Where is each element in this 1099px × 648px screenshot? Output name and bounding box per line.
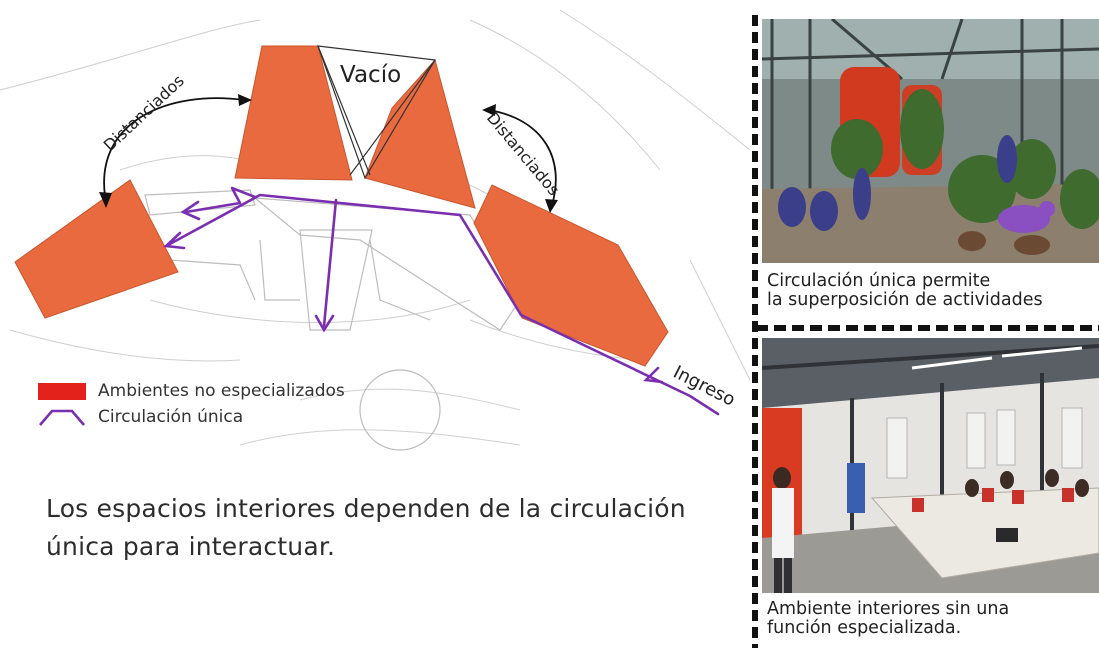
photo-corridor-caption: Circulación única permite la superposici… xyxy=(767,272,1043,310)
distanciados-arrows xyxy=(103,97,557,206)
photo-classroom-caption-line1: Ambiente interiores sin una xyxy=(767,599,1010,619)
main-caption-line1: Los espacios interiores dependen de la c… xyxy=(46,494,686,523)
circulacion-line-icon xyxy=(39,409,85,426)
ingreso-label: Ingreso xyxy=(670,362,739,411)
floor-plan-diagram: Vacío Distanciados Distanciados Ingreso xyxy=(0,9,750,451)
distanciados-arrowheads xyxy=(99,94,558,213)
main-caption: Los espacios interiores dependen de la c… xyxy=(46,490,736,566)
ambientes-swatch xyxy=(38,382,86,400)
photo-classroom-caption-line2: función especializada. xyxy=(767,618,962,638)
ambientes-blocks xyxy=(14,45,669,367)
legend-circulacion-label: Circulación única xyxy=(98,407,244,427)
ambiente-block-right xyxy=(473,184,669,367)
photo-corridor-caption-line2: la superposición de actividades xyxy=(767,290,1043,310)
vacio-void xyxy=(317,45,436,180)
main-caption-line2: única para interactuar. xyxy=(46,532,336,561)
building-outline xyxy=(144,189,521,451)
vacio-label: Vacío xyxy=(340,62,401,88)
photo-classroom-caption: Ambiente interiores sin una función espe… xyxy=(767,600,1009,638)
legend-ambientes-label: Ambientes no especializados xyxy=(98,381,345,401)
dashed-divider-horizontal xyxy=(756,325,1099,331)
legend-item-ambientes: Ambientes no especializados xyxy=(38,378,345,404)
circulacion-arrowheads xyxy=(163,200,664,384)
legend-item-circulacion: Circulación única xyxy=(38,404,345,430)
circulacion-path xyxy=(166,186,720,416)
photo-classroom xyxy=(762,338,1099,593)
photo-corridor xyxy=(762,19,1099,263)
dashed-divider-vertical xyxy=(752,15,758,648)
distanciados-label-left: Distanciados xyxy=(100,71,188,155)
ambiente-block-upper-left xyxy=(234,45,353,181)
photo-corridor-caption-line1: Circulación única permite xyxy=(767,271,991,291)
legend: Ambientes no especializados Circulación … xyxy=(38,378,345,430)
ambiente-block-left xyxy=(14,179,179,319)
